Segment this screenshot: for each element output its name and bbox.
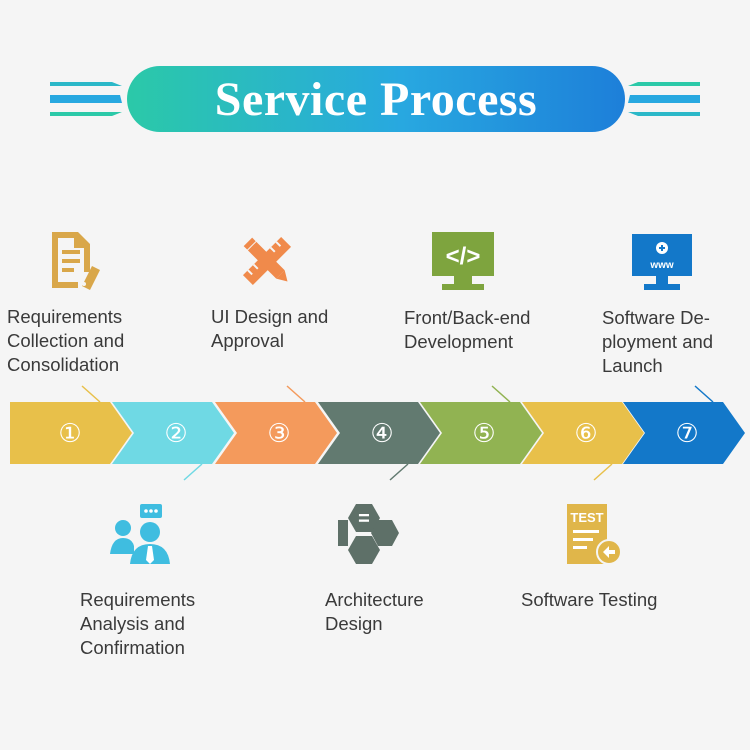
step-5-number: ⑤: [472, 419, 495, 449]
code-monitor-icon: </>: [432, 232, 494, 290]
left-stripes-decoration: [50, 82, 122, 116]
step-6-arrow: [522, 402, 644, 464]
step-6-accent-line: [593, 463, 613, 481]
process-flow: ① ② ③ ④ ⑤ ⑥ ⑦: [10, 385, 745, 481]
step-1-accent-line: [81, 385, 101, 403]
step-7-label: Software De- ployment and Launch: [602, 307, 714, 376]
pencil-ruler-icon: [242, 236, 292, 286]
step-2-number: ②: [164, 419, 187, 449]
step-2-accent-line: [183, 463, 203, 481]
step-4-accent-line: [389, 463, 409, 481]
step-4-number: ④: [370, 419, 393, 449]
step-3-number: ③: [267, 419, 290, 449]
step-5-accent-line: [491, 385, 511, 403]
step-3-arrow: [215, 402, 337, 464]
step-5-label: Front/Back-end Development: [404, 307, 531, 352]
step-4-arrow: [318, 402, 440, 464]
step-2-arrow: [112, 402, 234, 464]
step-7-accent-line: [694, 385, 714, 403]
www-monitor-icon: www: [632, 234, 692, 290]
right-stripes-decoration: [628, 82, 700, 116]
step-7-number: ⑦: [675, 419, 698, 449]
hexagon-blocks-icon: =: [338, 504, 399, 564]
code-glyph: </>: [446, 243, 481, 270]
step-2-label: Requirements Analysis and Confirmation: [80, 589, 196, 658]
equals-glyph: =: [358, 508, 370, 530]
step-7-arrow: [623, 402, 745, 464]
test-glyph: TEST: [570, 510, 603, 525]
step-5-arrow: [420, 402, 542, 464]
step-3-accent-line: [286, 385, 306, 403]
step-4-label: Architecture Design: [325, 589, 424, 634]
step-3-label: UI Design and Approval: [211, 306, 329, 351]
document-pen-icon: [52, 232, 100, 290]
step-6-number: ⑥: [574, 419, 597, 449]
page-title: Service Process: [214, 72, 538, 126]
people-chat-icon: [110, 504, 170, 564]
www-glyph: www: [649, 260, 674, 271]
step-1-arrow: [10, 402, 132, 464]
step-1-label: Requirements Collection and Consolidatio…: [7, 306, 125, 375]
title-banner: Service Process: [127, 66, 625, 132]
test-document-icon: TEST: [567, 504, 622, 565]
step-6-label: Software Testing: [521, 589, 658, 610]
step-1-number: ①: [58, 419, 81, 449]
